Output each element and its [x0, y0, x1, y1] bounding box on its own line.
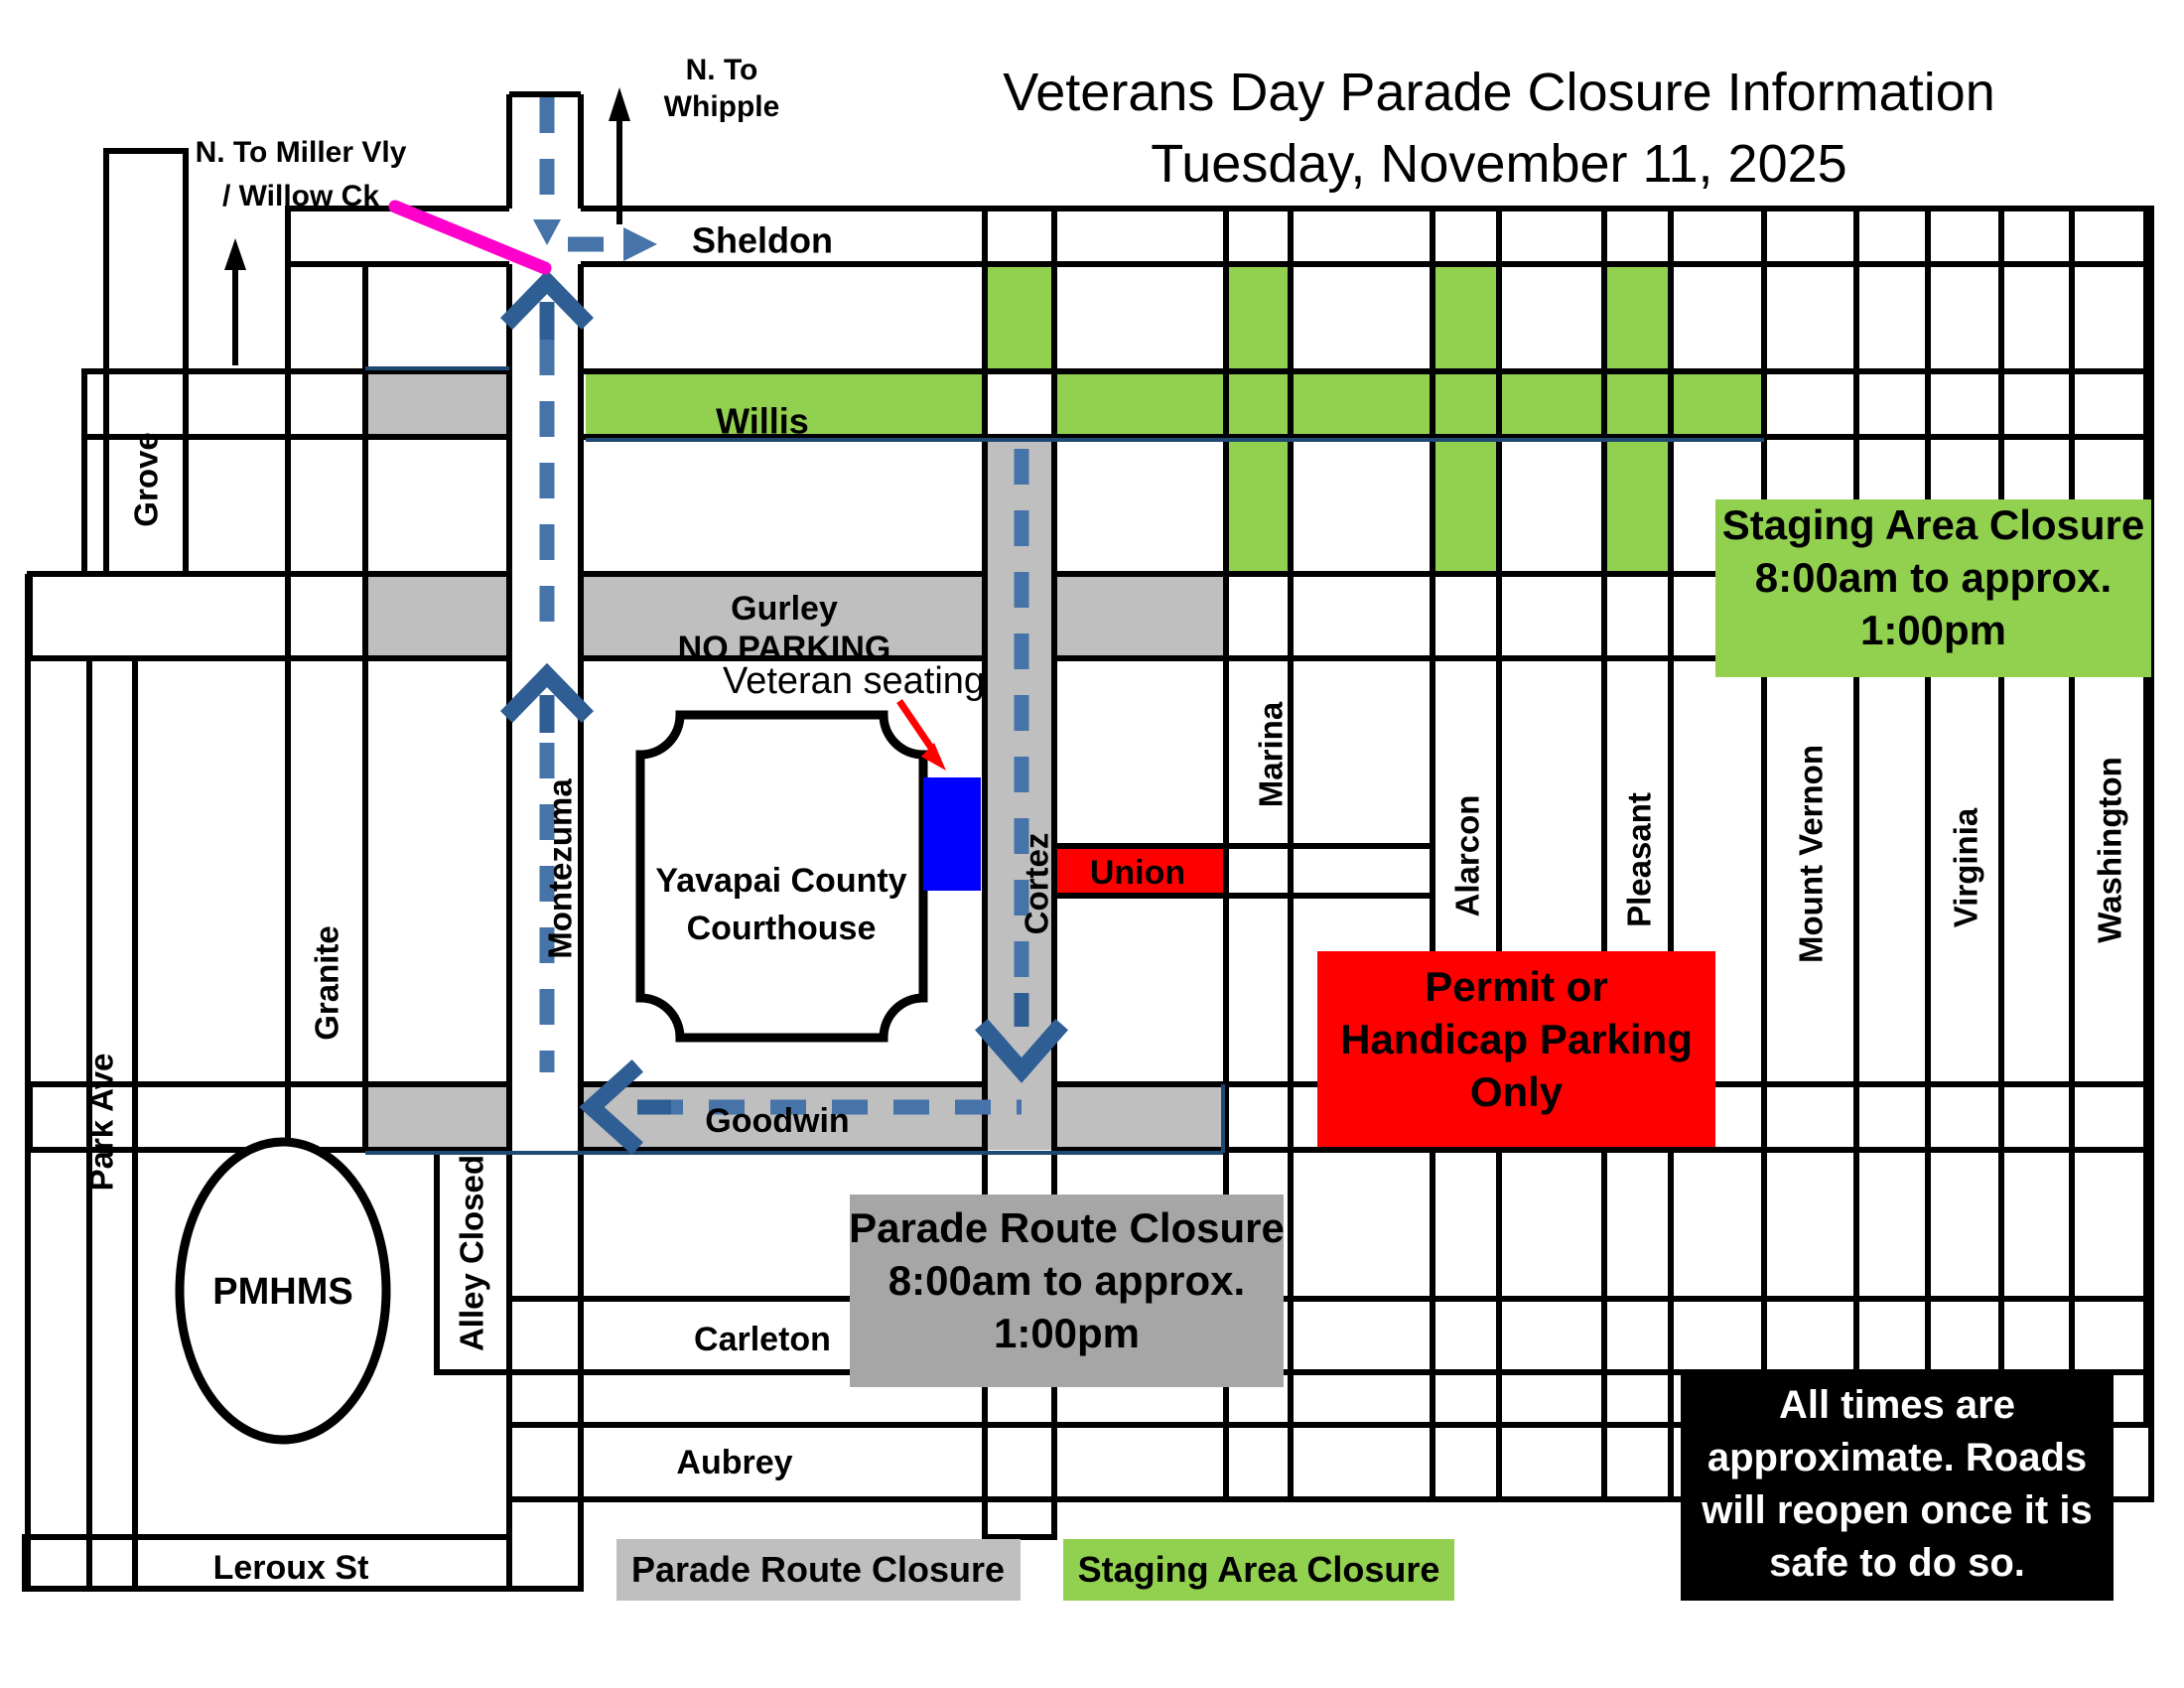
times-note-box-text-4: safe to do so. [1769, 1541, 2025, 1585]
label-goodwin: Goodwin [705, 1102, 849, 1140]
whipple-label-2: Whipple [664, 90, 780, 123]
times-note-box-text-1: All times are [1779, 1383, 2015, 1427]
sheldon-turn-arrow [533, 219, 561, 245]
veteran-seating-label: Veteran seating [723, 660, 985, 702]
label-virginia: Virginia [1948, 807, 1984, 927]
legend-parade-route [616, 1539, 1021, 1601]
label-montezuma: Montezuma [542, 778, 579, 959]
fill-willis-gray [365, 371, 509, 437]
permit-parking-box-text-1: Permit or [1425, 963, 1607, 1010]
sheldon-east-arrow [623, 227, 657, 261]
fill-union-red [1056, 846, 1223, 896]
label-leroux-st: Leroux St [213, 1549, 369, 1587]
times-note-box-text-2: approximate. Roads [1707, 1436, 2087, 1479]
veteran-seating-arrow-head [921, 743, 946, 771]
montezuma-up-arrow-2 [499, 662, 595, 724]
label-aubrey: Aubrey [676, 1444, 792, 1481]
permit-parking-box-text-3: Only [1470, 1068, 1564, 1115]
whipple-north-arrow-head [609, 87, 630, 121]
page-subtitle-date: Tuesday, November 11, 2025 [1151, 134, 1847, 194]
label-park-ave: Park Ave [83, 1054, 120, 1192]
parade-closure-box-text-1: Parade Route Closure [849, 1204, 1285, 1251]
label-gurley: Gurley [731, 590, 838, 628]
miller-vly-label-2: / Willow Ck [222, 180, 379, 212]
staging-closure-box [1715, 499, 2151, 677]
label-marina: Marina [1253, 701, 1290, 807]
veteran-seating-arrow [896, 699, 936, 753]
page-title: Veterans Day Parade Closure Information [1003, 63, 1995, 122]
label-alarcon: Alarcon [1449, 795, 1486, 917]
label-cortez: Cortez [1019, 833, 1055, 935]
miller-vly-label-1: N. To Miller Vly [196, 136, 407, 169]
street-carleton [506, 1296, 2154, 1375]
legend-staging-area [1063, 1539, 1454, 1601]
miller-vly-north-arrow-head [224, 238, 246, 270]
permit-parking-box-text-2: Handicap Parking [1340, 1016, 1693, 1062]
cortez-down-arrow [975, 1019, 1068, 1083]
street-mount-vernon [1761, 206, 1859, 1428]
courthouse-label-2: Courthouse [687, 910, 877, 947]
label-pleasant: Pleasant [1621, 792, 1658, 927]
fill-cortez-green [985, 264, 1054, 371]
permit-parking-box [1317, 951, 1715, 1147]
label-grove: Grove [128, 432, 165, 526]
staging-closure-box-text-2: 8:00am to approx. [1755, 554, 2112, 601]
pmhms-ellipse [175, 1137, 391, 1445]
label-gurley-no-parking: NO PARKING [678, 630, 891, 667]
veteran-seating-area [923, 777, 981, 891]
parade-closure-box-text-3: 1:00pm [994, 1310, 1140, 1356]
label-union: Union [1090, 854, 1185, 892]
parade-closure-box [850, 1195, 1284, 1387]
pmhms-label: PMHMS [212, 1271, 352, 1313]
times-note-box [1681, 1371, 2114, 1601]
courthouse-outline [635, 710, 928, 1043]
street-virginia [1925, 206, 2004, 1428]
legend-staging-area-label: Staging Area Closure [1078, 1549, 1440, 1590]
times-note-box-text-3: will reopen once it is [1701, 1488, 2092, 1532]
label-washington: Washington [2092, 757, 2128, 943]
fill-pleasant-green [1604, 264, 1671, 574]
pink-barrier-line [388, 200, 552, 275]
fill-marina-green [1226, 264, 1291, 574]
goodwin-left-arrow [579, 1058, 644, 1156]
staging-closure-box-text-3: 1:00pm [1860, 607, 2006, 653]
label-sheldon: Sheldon [692, 220, 833, 261]
legend-parade-route-label: Parade Route Closure [631, 1549, 1005, 1590]
staging-closure-box-text-1: Staging Area Closure [1722, 501, 2145, 548]
label-mount-vernon: Mount Vernon [1793, 745, 1830, 963]
whipple-label-1: N. To [686, 54, 758, 86]
label-alley-closed: Alley Closed [454, 1155, 490, 1351]
label-carleton: Carleton [694, 1321, 831, 1358]
fill-willis-green [586, 371, 1764, 437]
courthouse-label-1: Yavapai County [655, 862, 906, 900]
parade-closure-box-text-2: 8:00am to approx. [888, 1257, 1245, 1304]
montezuma-up-arrow-1 [499, 269, 595, 331]
label-granite: Granite [309, 925, 345, 1041]
label-willis: Willis [716, 401, 809, 442]
fill-alarcon-green [1433, 264, 1499, 574]
